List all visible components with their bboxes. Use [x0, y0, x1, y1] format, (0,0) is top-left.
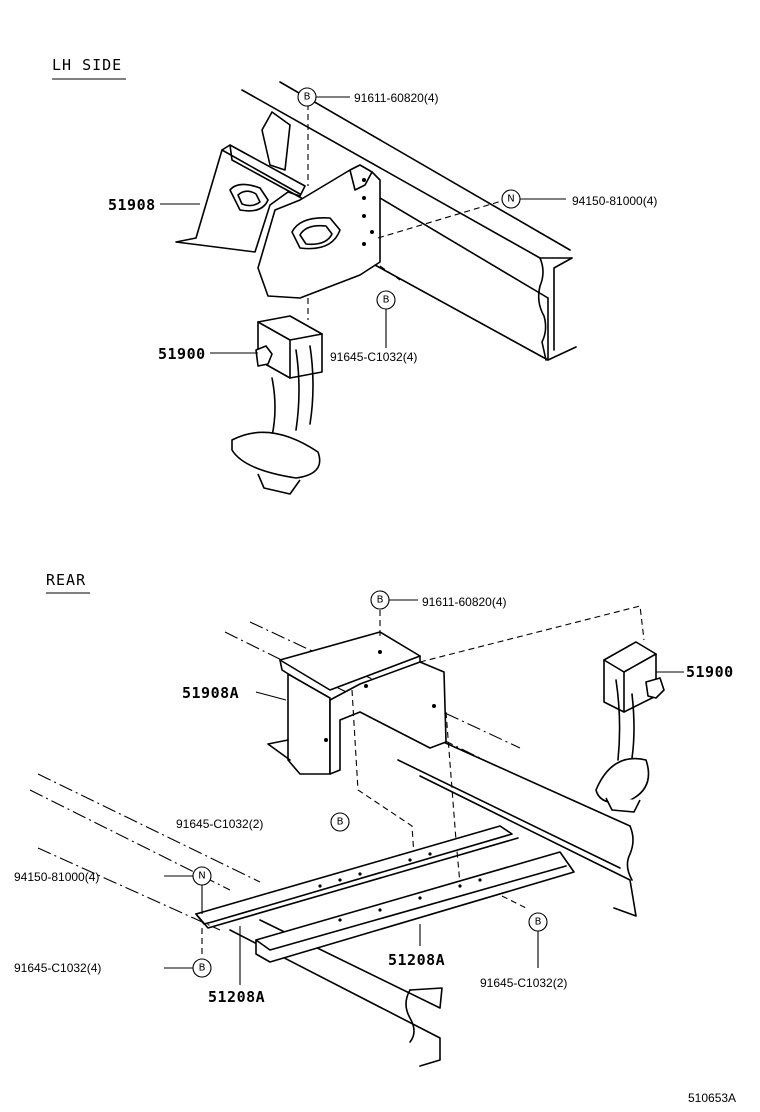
- rear-bracket-guide-b: [445, 711, 461, 885]
- crossmember-51208A: [195, 825, 575, 963]
- part-no-91645-C1032-top: 91645-C1032(4): [330, 350, 417, 364]
- section-title-lh-side: LH SIDE: [52, 56, 122, 74]
- marker-b: B: [535, 917, 542, 928]
- section-title-rear: REAR: [46, 571, 86, 589]
- callout-rear-c1032-2a: 91645-C1032(2) B: [176, 812, 350, 832]
- callout-51900-top: 51900: [158, 345, 258, 363]
- callout-rear-bolt: B 91611-60820(4): [370, 590, 507, 610]
- callout-51908A: 51908A: [182, 684, 287, 702]
- part-label-51208A-left: 51208A: [208, 988, 265, 1006]
- marker-n: N: [507, 194, 514, 205]
- part-label-51900-rear: 51900: [686, 663, 734, 681]
- part-no-91611-60820-rear: 91611-60820(4): [422, 595, 507, 609]
- lower-bolt-axis: [379, 265, 401, 281]
- callout-51900-rear: 51900: [656, 663, 734, 681]
- rear-section: REAR: [14, 571, 734, 1067]
- part-no-91645-C1032-rear-a: 91645-C1032(2): [176, 817, 263, 831]
- lh-side-section: LH SIDE: [52, 56, 657, 495]
- callout-top-nut: N 94150-81000(4): [501, 189, 657, 209]
- part-label-51908: 51908: [108, 196, 156, 214]
- marker-b: B: [304, 92, 311, 103]
- callout-51208A-right: 51208A: [388, 924, 445, 969]
- frame-rail-top: [241, 81, 577, 361]
- drawing-reference-number: 510653A: [688, 1091, 736, 1105]
- part-label-51208A-right: 51208A: [388, 951, 445, 969]
- part-label-51908A: 51908A: [182, 684, 239, 702]
- tire-carrier-51900-top: [231, 315, 323, 495]
- marker-b: B: [377, 595, 384, 606]
- part-no-91645-C1032-rear-b: 91645-C1032(2): [480, 976, 567, 990]
- marker-b: B: [337, 817, 344, 828]
- bracket-51908: [175, 111, 381, 299]
- nut-axis-top: [377, 199, 506, 239]
- callout-rear-nut: 94150-81000(4) N: [14, 866, 212, 914]
- marker-b: B: [383, 295, 390, 306]
- rear-bracket-guide-a: [351, 689, 415, 857]
- part-no-91611-60820-top: 91611-60820(4): [354, 91, 439, 105]
- part-label-51900-top: 51900: [158, 345, 206, 363]
- marker-b: B: [199, 963, 206, 974]
- rear-lower-guide: [501, 895, 527, 909]
- callout-51908: 51908: [108, 196, 200, 214]
- callout-51208A-left: 51208A: [208, 926, 265, 1006]
- callout-top-bolt: B 91611-60820(4): [297, 87, 439, 107]
- bracket-51908A: [267, 631, 447, 775]
- marker-n: N: [198, 871, 205, 882]
- part-no-94150-81000-top: 94150-81000(4): [572, 194, 657, 208]
- callout-top-lower: B 91645-C1032(4): [330, 290, 417, 364]
- callout-rear-c1032-4: 91645-C1032(4) B: [14, 928, 212, 978]
- rear-carrier-guide: [419, 605, 645, 663]
- tire-carrier-51900-rear: [595, 641, 665, 813]
- part-no-94150-81000-rear: 94150-81000(4): [14, 870, 99, 884]
- callout-rear-c1032-2b: B 91645-C1032(2): [480, 912, 567, 990]
- part-no-91645-C1032-rear-4: 91645-C1032(4): [14, 961, 101, 975]
